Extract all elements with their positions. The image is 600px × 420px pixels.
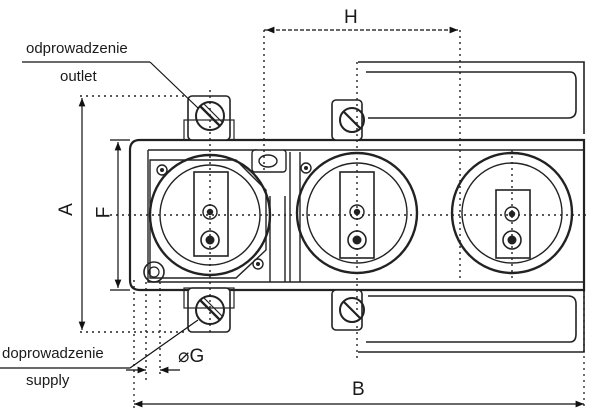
- supply-label-pl: doprowadzenie: [2, 345, 104, 362]
- supply-label-en: supply: [26, 372, 70, 389]
- manifold-body: [128, 138, 586, 292]
- outlet-label-en: outlet: [60, 68, 97, 85]
- outlet-label-pl: odprowadzenie: [26, 40, 128, 57]
- module-1: [143, 153, 272, 283]
- rail-top: [358, 61, 585, 134]
- leader-supply: [0, 319, 199, 369]
- module-3: [450, 151, 574, 275]
- supply-valve-middle: [331, 289, 365, 331]
- dimension-label-a: A: [55, 203, 77, 216]
- supply-valve-left: [183, 287, 235, 333]
- dimension-label-b: B: [352, 379, 365, 400]
- dimension-label-h: H: [344, 7, 358, 28]
- dimension-label-f: F: [93, 206, 115, 219]
- dimension-label-g: ⌀G: [178, 346, 205, 367]
- leader-outlet: [22, 61, 199, 109]
- dimension-f: [110, 139, 130, 291]
- dimension-b: [133, 290, 585, 410]
- top-plug: [251, 149, 287, 173]
- outlet-valve-middle: [331, 99, 365, 141]
